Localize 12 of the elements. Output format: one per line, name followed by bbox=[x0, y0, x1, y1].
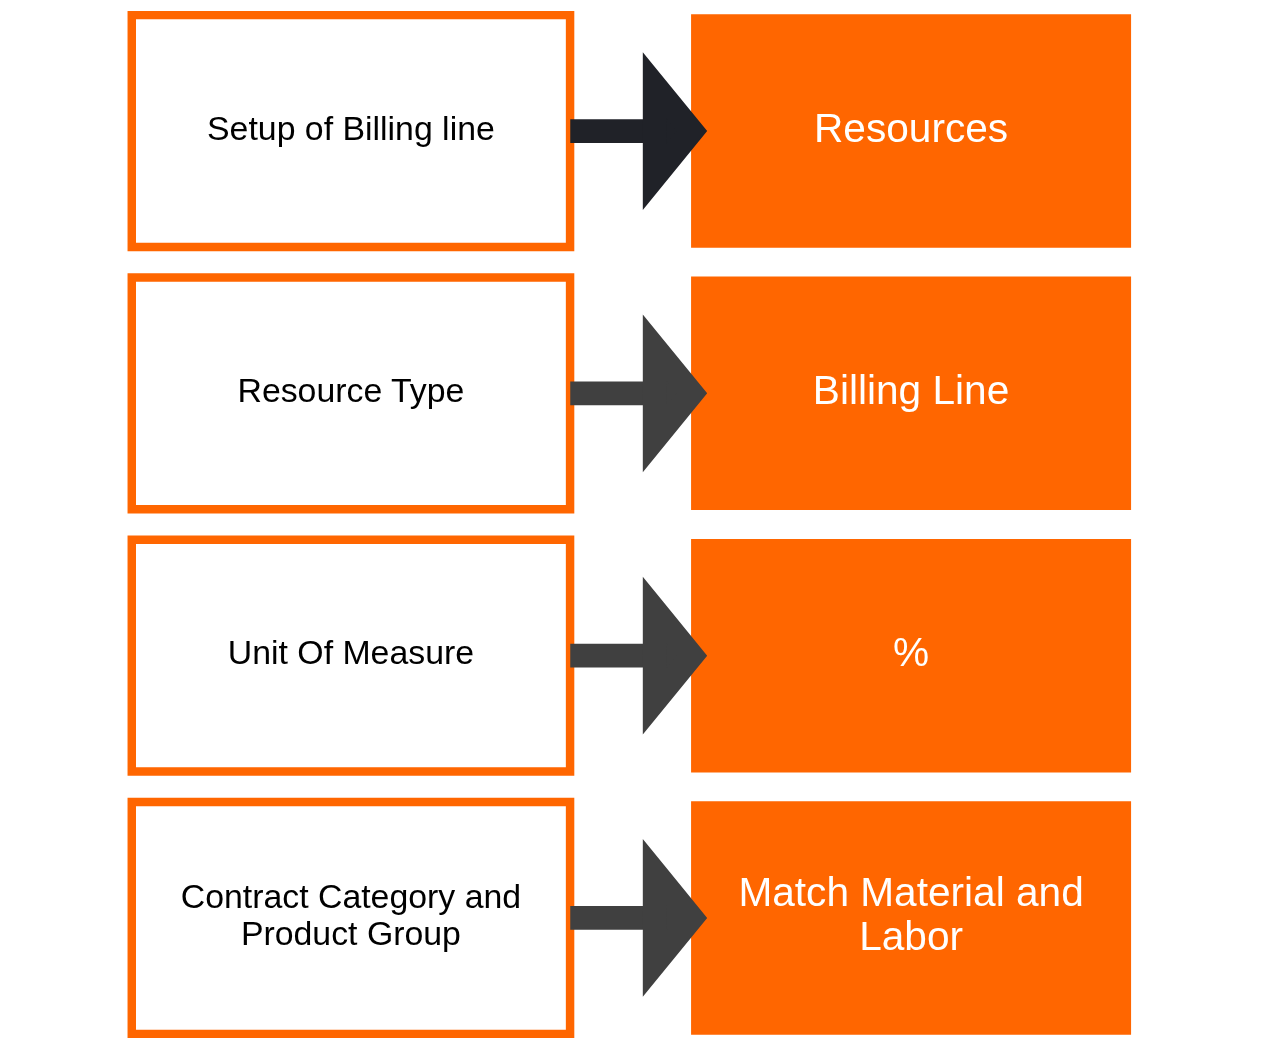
node-box: Resource Type bbox=[127, 273, 574, 514]
node-box: Unit Of Measure bbox=[127, 535, 574, 776]
node-box: Contract Category and Product Group bbox=[127, 797, 574, 1039]
arrow bbox=[569, 839, 707, 997]
node-box: Setup of Billing line bbox=[127, 10, 574, 252]
node-box: Resources bbox=[690, 14, 1131, 248]
node-box: Match Material and Labor bbox=[690, 801, 1131, 1035]
arrow bbox=[569, 576, 707, 735]
arrow bbox=[569, 52, 707, 210]
node-box: % bbox=[690, 538, 1131, 773]
arrow bbox=[569, 314, 707, 473]
node-box: Billing Line bbox=[690, 276, 1131, 511]
